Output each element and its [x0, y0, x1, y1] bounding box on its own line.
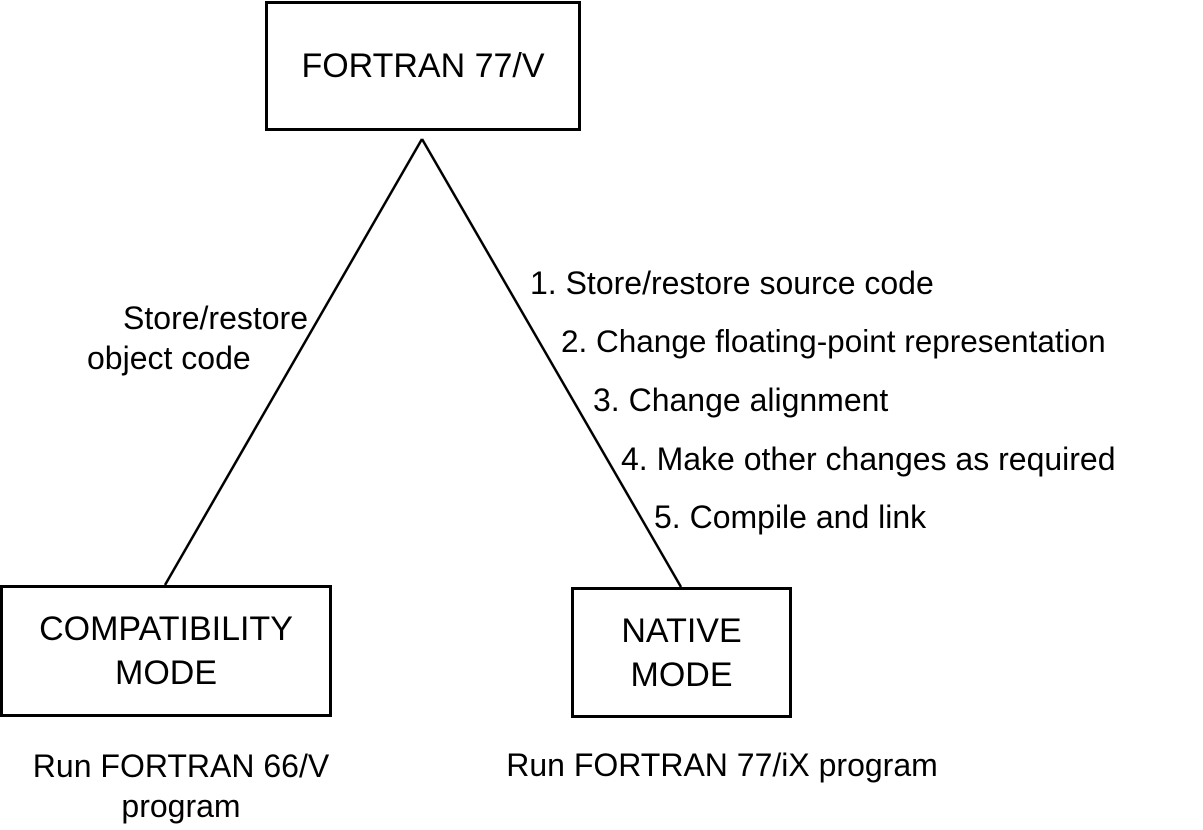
fortran-77v-label: FORTRAN 77/V: [301, 47, 545, 85]
compatibility-mode-label-line1: COMPATIBILITY: [39, 610, 293, 648]
right-edge-step-4: 4. Make other changes as required: [621, 441, 1116, 477]
compatibility-mode-label-line2: MODE: [115, 654, 217, 692]
native-mode-caption: Run FORTRAN 77/iX program: [506, 747, 938, 783]
compatibility-mode-caption-line1: Run FORTRAN 66/V: [32, 748, 330, 784]
left-edge-label-line1: Store/restore: [123, 300, 308, 336]
native-mode-label-line2: MODE: [630, 655, 733, 694]
edge-to-compatibility-mode: [163, 138, 424, 586]
right-edge-step-1: 1. Store/restore source code: [530, 265, 934, 301]
native-mode-label-line1: NATIVE: [621, 611, 742, 650]
left-edge-label-line2: object code: [87, 340, 251, 376]
compatibility-mode-caption: Run FORTRAN 66/V program: [0, 746, 362, 826]
fortran-77v-node: FORTRAN 77/V: [265, 1, 581, 131]
edge-to-native-mode: [420, 138, 683, 588]
compatibility-mode-node: COMPATIBILITY MODE: [0, 585, 332, 717]
right-edge-step-5: 5. Compile and link: [654, 499, 927, 535]
left-edge-label: Store/restore object code: [60, 298, 308, 378]
native-mode-node: NATIVE MODE: [571, 587, 792, 718]
compatibility-mode-caption-line2: program: [121, 788, 241, 824]
right-edge-step-3: 3. Change alignment: [593, 382, 889, 418]
right-edge-step-2: 2. Change floating-point representation: [561, 323, 1106, 359]
